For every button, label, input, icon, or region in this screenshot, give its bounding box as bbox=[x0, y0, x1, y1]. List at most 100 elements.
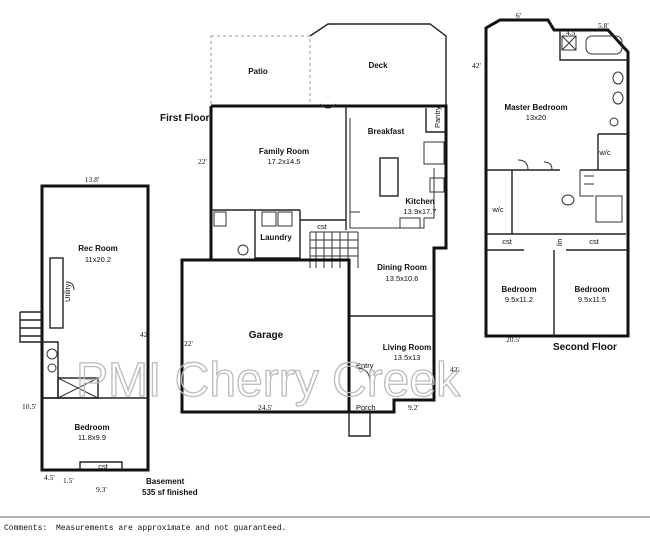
master-bedroom-size: 13x20 bbox=[526, 113, 546, 122]
left-wic-label: w/c bbox=[491, 205, 504, 214]
basement-water-heater-icon bbox=[46, 348, 58, 360]
basement-title: Basement bbox=[146, 477, 185, 486]
powder-room-toilet-icon bbox=[237, 244, 249, 256]
washer-icon bbox=[261, 211, 277, 227]
basement-closet bbox=[79, 461, 123, 470]
first-floor-stairs bbox=[309, 231, 359, 268]
bedroom-2-label: Bedroom bbox=[501, 285, 536, 294]
porch-outline bbox=[348, 412, 371, 437]
master-shower-icon bbox=[561, 35, 577, 51]
kitchen-label: Kitchen bbox=[405, 197, 434, 206]
entry-label: Entry bbox=[356, 361, 374, 370]
pantry-label: Pantry bbox=[433, 106, 442, 128]
second-floor-plan: Master Bedroom 13x20 w/c w/c cst cst lin… bbox=[472, 11, 630, 353]
master-closet-wall bbox=[597, 133, 628, 170]
dining-room-size: 13.5x10.6 bbox=[386, 274, 419, 283]
first-floor-title: First Floor bbox=[160, 113, 210, 124]
first-right-side-dim: 42' bbox=[450, 365, 460, 374]
hall-sink-icon bbox=[561, 194, 575, 206]
family-room-size: 17.2x14.5 bbox=[268, 157, 301, 166]
basement-width-dim: 13.8' bbox=[85, 175, 100, 184]
hall-bath-tub-icon bbox=[595, 195, 623, 223]
rec-room-size: 11x20.2 bbox=[85, 255, 111, 264]
bedroom-3-label: Bedroom bbox=[574, 285, 609, 294]
patio-label: Patio bbox=[248, 67, 268, 76]
first-porch-width-dim: 9.2' bbox=[408, 403, 419, 412]
kitchen-counters bbox=[349, 118, 435, 229]
kitchen-size: 13.9x17.7 bbox=[404, 207, 437, 216]
porch-label: Porch bbox=[356, 403, 376, 412]
comments-bar: Comments: Measurements are approximate a… bbox=[0, 516, 650, 533]
second-floor-title: Second Floor bbox=[553, 342, 617, 353]
second-top-dim-b: 4.5' bbox=[566, 28, 577, 37]
basement-window-well bbox=[19, 311, 42, 343]
basement-bedroom-label: Bedroom bbox=[74, 423, 109, 432]
basement-bottom-dim-b: 1.5' bbox=[63, 476, 74, 485]
basement-mechanical bbox=[57, 377, 99, 399]
first-family-side-dim: 22' bbox=[198, 157, 208, 166]
basement-bedroom-size: 11.8x9.9 bbox=[78, 433, 106, 442]
bedroom-3-size: 9.5x11.5 bbox=[578, 295, 606, 304]
first-floor-outline-right bbox=[211, 104, 448, 414]
basement-cst-label: cst bbox=[98, 462, 109, 471]
first-garage-width-dim: 24.5' bbox=[258, 403, 273, 412]
second-left-dim: 42' bbox=[472, 61, 482, 70]
entry-door-swing bbox=[355, 367, 371, 383]
basement-plan: Rec Room 11x20.2 Utility Bedroom 11.8x9.… bbox=[19, 175, 198, 497]
basement-utility-closet bbox=[49, 257, 64, 329]
first-cst-label: cst bbox=[317, 222, 328, 231]
comments-text: Measurements are approximate and not gua… bbox=[56, 524, 286, 533]
utility-label: Utility bbox=[63, 283, 72, 302]
second-cst-left-label: cst bbox=[502, 237, 513, 246]
second-cst-right-label: cst bbox=[589, 237, 600, 246]
fireplace-icon bbox=[213, 211, 227, 227]
comments-label: Comments: bbox=[4, 524, 47, 533]
second-floor-stair-rail bbox=[579, 170, 594, 197]
basement-bottom-dim-c: 9.3' bbox=[96, 485, 107, 494]
first-garage-side-dim: 22' bbox=[184, 339, 194, 348]
bedroom-2-size: 9.5x11.2 bbox=[505, 295, 533, 304]
master-sink-icon bbox=[612, 71, 624, 85]
watermark-text: PMI Cherry Creek bbox=[76, 354, 461, 407]
master-bath-wall bbox=[559, 30, 628, 61]
second-top-dim-a: 6' bbox=[516, 11, 522, 20]
deck-door-swing bbox=[319, 103, 337, 109]
dining-room-label: Dining Room bbox=[377, 263, 427, 272]
basement-height-dim: 42' bbox=[140, 330, 150, 339]
pantry-walls bbox=[425, 108, 446, 133]
basement-mechanical-x bbox=[57, 377, 99, 399]
second-floor-outline bbox=[484, 18, 630, 338]
master-sink-2-icon bbox=[612, 91, 624, 105]
master-tub-icon bbox=[585, 35, 623, 55]
master-door-swings bbox=[517, 159, 553, 171]
basement-bottom-dim-a: 4.5' bbox=[44, 473, 55, 482]
kitchen-sink-icon bbox=[399, 217, 421, 229]
living-room-size: 13.5x13 bbox=[394, 353, 421, 362]
second-top-dim-c: 5.8' bbox=[598, 21, 609, 30]
deck-label: Deck bbox=[368, 61, 388, 70]
family-room-label: Family Room bbox=[259, 147, 309, 156]
basement-side-dim: 10.5' bbox=[22, 402, 37, 411]
laundry-label: Laundry bbox=[260, 233, 292, 242]
garage-label: Garage bbox=[249, 330, 284, 341]
breakfast-label: Breakfast bbox=[368, 127, 405, 136]
range-icon bbox=[429, 177, 445, 193]
linen-label: lin bbox=[555, 238, 564, 246]
master-shower-x bbox=[561, 35, 577, 51]
master-bedroom-label: Master Bedroom bbox=[504, 103, 567, 112]
dryer-icon bbox=[277, 211, 293, 227]
kitchen-island bbox=[379, 157, 399, 197]
first-floor-plan: Patio Deck Garage Breakfast bbox=[160, 23, 460, 437]
basement-furnace-icon bbox=[47, 363, 57, 373]
laundry-walls bbox=[254, 210, 301, 259]
master-toilet-icon bbox=[609, 117, 619, 127]
refrigerator-icon bbox=[423, 141, 445, 165]
first-floor-stair-treads bbox=[315, 232, 349, 268]
basement-door-swing bbox=[65, 281, 75, 291]
master-wic-label: w/c bbox=[598, 148, 611, 157]
living-room-label: Living Room bbox=[383, 343, 431, 352]
rec-room-label: Rec Room bbox=[78, 244, 118, 253]
basement-finished-note: 535 sf finished bbox=[142, 488, 198, 497]
second-bottom-dim: 20.5' bbox=[506, 335, 521, 344]
